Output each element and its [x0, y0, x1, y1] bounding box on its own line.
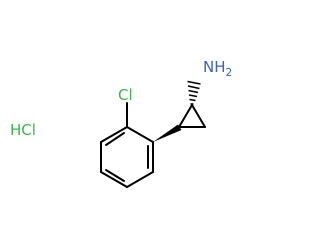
ring-double-bond — [105, 132, 125, 146]
ring-bond — [100, 126, 128, 143]
chlorine-label: Cl — [118, 86, 133, 104]
benzene-ring — [100, 126, 154, 188]
amine-symbol: NH — [203, 58, 226, 76]
hcl-salt-label: HCl — [10, 121, 36, 139]
ring-double-bond — [105, 169, 125, 182]
amine-subscript: 2 — [226, 67, 233, 79]
hashed-bond — [187, 80, 201, 105]
cyclopropane-ring — [178, 104, 206, 128]
ring-bond — [100, 171, 128, 188]
amine-label: NH2 — [203, 58, 232, 79]
ring-bond — [126, 171, 154, 188]
structure-drawing: NH2 Cl HCl — [10, 58, 232, 188]
ring-bond — [126, 126, 154, 143]
wedge-bond — [153, 124, 182, 142]
